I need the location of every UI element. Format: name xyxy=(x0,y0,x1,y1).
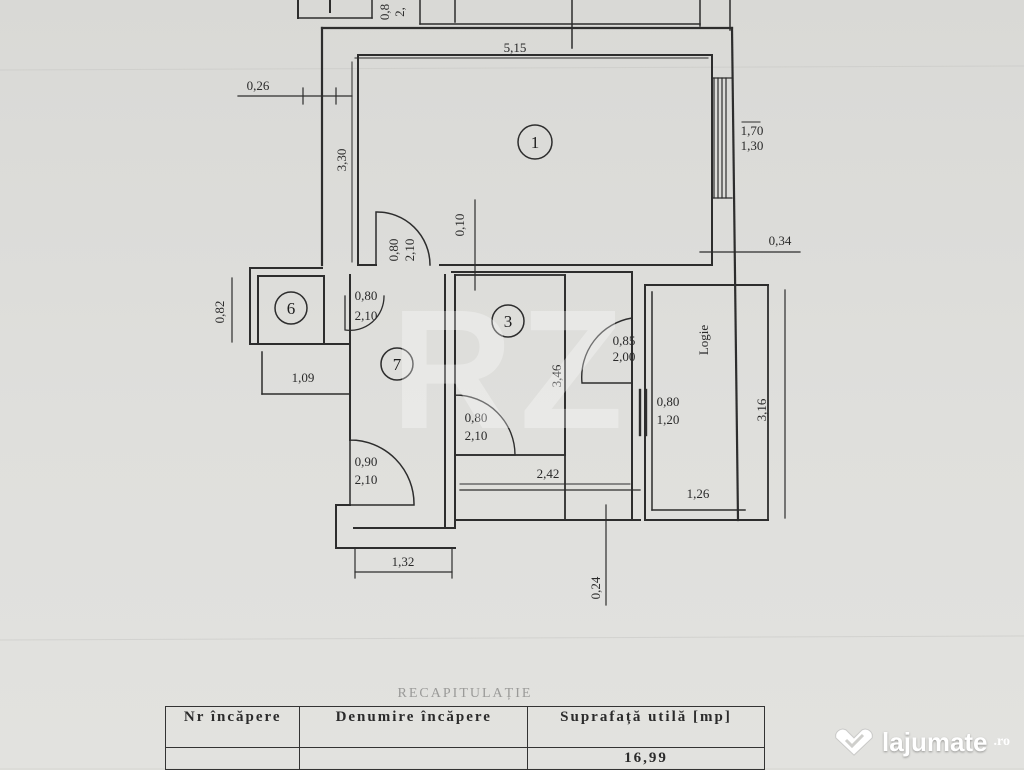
header-room-name: Denumire încăpere xyxy=(299,706,529,748)
table-cell xyxy=(164,747,301,770)
heart-check-icon xyxy=(835,728,873,756)
dim-room1-width: 5,15 xyxy=(504,40,527,55)
logo-suffix: .ro xyxy=(993,734,1010,749)
dim-top-cut-b: 2, xyxy=(392,7,407,17)
dim-wall-bottom: 0,24 xyxy=(588,576,603,599)
dim-room6-width: 1,09 xyxy=(292,370,315,385)
svg-text:1: 1 xyxy=(531,133,540,152)
dim-entry-door-w: 0,90 xyxy=(355,454,378,469)
dim-wall-right: 0,34 xyxy=(769,233,792,248)
table-cell-area: 16,99 xyxy=(527,747,765,770)
room-7: 7 xyxy=(380,347,414,381)
recap-table: Nr încăpere Denumire încăpere Suprafață … xyxy=(164,706,765,770)
header-area: Suprafață utilă [mp] xyxy=(527,706,765,748)
dim-kitchen-door-h: 2,00 xyxy=(613,349,636,364)
dim-door3-h: 2,10 xyxy=(465,428,488,443)
svg-text:6: 6 xyxy=(287,299,296,318)
svg-text:3: 3 xyxy=(504,312,513,331)
dim-door1-h: 2,10 xyxy=(402,239,417,262)
site-logo[interactable]: lajumate .ro xyxy=(832,722,1010,762)
dim-partition: 0,10 xyxy=(452,214,467,237)
dim-room6-height: 0,82 xyxy=(212,301,227,324)
table-title: RECAPITULAȚIE xyxy=(397,686,533,701)
dim-logia-width: 1,26 xyxy=(687,486,710,501)
recap-table-section: RECAPITULAȚIE Nr încăpere Denumire încăp… xyxy=(164,686,765,770)
dim-top-cut-a: 0,8 xyxy=(377,4,392,20)
logia-label: Logie xyxy=(696,325,711,356)
dim-logia-door-w: 0,80 xyxy=(657,394,680,409)
dim-room3-height: 3,46 xyxy=(549,364,564,387)
dim-room1-height: 3,30 xyxy=(334,149,349,172)
dim-entry-door-h: 2,10 xyxy=(355,472,378,487)
dim-door3-w: 0,80 xyxy=(465,410,488,425)
dim-kitchen-door-w: 0,85 xyxy=(613,333,636,348)
logo-text: lajumate xyxy=(882,726,988,757)
header-room-number: Nr încăpere xyxy=(164,706,301,748)
room-1: 1 xyxy=(517,124,553,160)
dim-window-a: 1,70 xyxy=(741,123,764,138)
room-6: 6 xyxy=(274,291,308,325)
room-3: 3 xyxy=(491,304,525,338)
table-cell xyxy=(299,747,529,770)
dim-door1-w: 0,80 xyxy=(386,239,401,262)
dim-logia-height: 3,16 xyxy=(754,398,769,421)
dim-room3-width: 2,42 xyxy=(537,466,560,481)
dim-window-b: 1,30 xyxy=(741,138,764,153)
dim-entry-width: 1,32 xyxy=(392,554,415,569)
dim-logia-door-h: 1,20 xyxy=(657,412,680,427)
dim-door6-w: 0,80 xyxy=(355,288,378,303)
svg-text:7: 7 xyxy=(393,355,402,374)
table-header-row: Nr încăpere Denumire încăpere Suprafață … xyxy=(164,706,765,748)
table-row: 16,99 xyxy=(164,747,765,770)
dim-wall-left: 0,26 xyxy=(247,78,270,93)
dim-door6-h: 2,10 xyxy=(355,308,378,323)
